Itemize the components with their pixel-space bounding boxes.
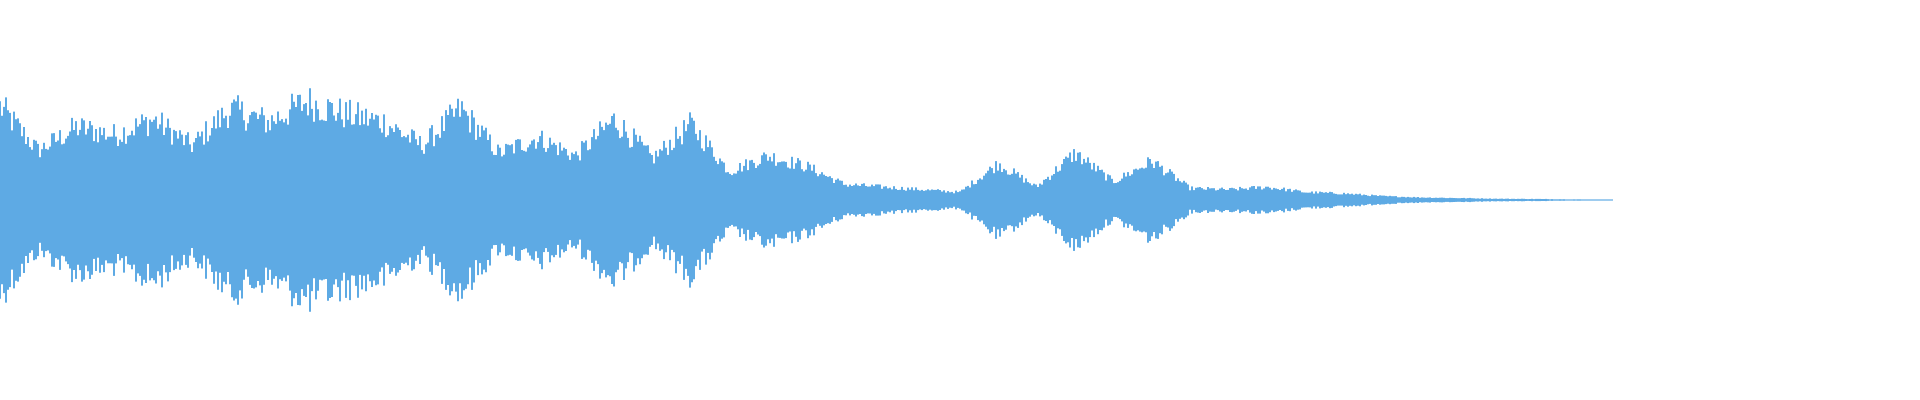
- waveform-graphic: [0, 88, 1613, 312]
- audio-waveform: [0, 88, 1613, 312]
